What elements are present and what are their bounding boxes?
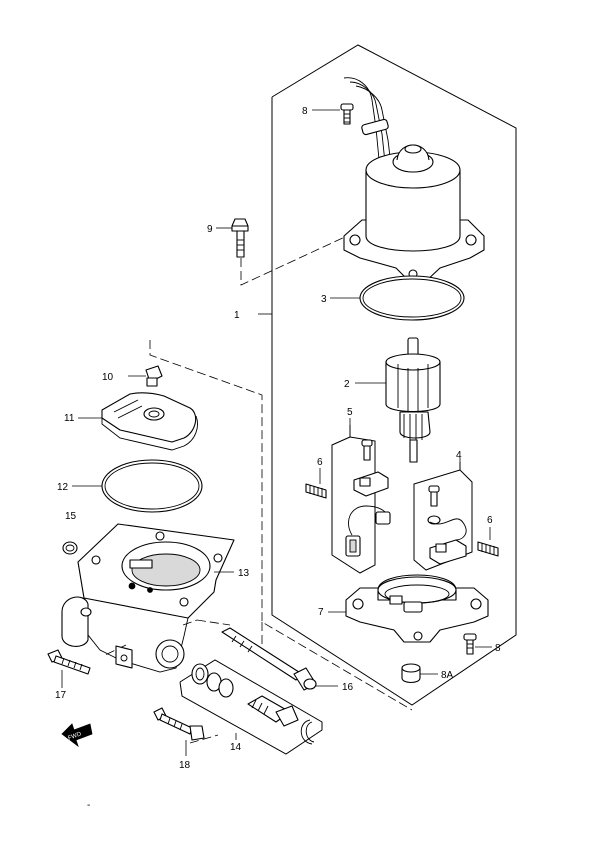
callout-13: 13 — [238, 568, 250, 579]
armature-part-2 — [355, 337, 441, 463]
bolt-part-18 — [153, 707, 205, 756]
forward-direction-arrow: FWD — [61, 723, 93, 748]
valve-group-part-14 — [179, 659, 323, 755]
motor-housing — [343, 77, 485, 283]
callout-9: 9 — [207, 224, 213, 235]
callout-8-top: 8 — [302, 106, 308, 117]
callout-5: 5 — [347, 407, 353, 418]
spring-part-6-left — [305, 468, 327, 499]
callout-12: 12 — [57, 482, 69, 493]
plug-part-10 — [128, 365, 163, 387]
brush-holder-part-4 — [413, 458, 473, 571]
callout-7: 7 — [318, 607, 324, 618]
callout-8A: 8A — [441, 670, 454, 681]
assembly-frame — [258, 44, 517, 706]
o-ring-part-12 — [72, 459, 203, 513]
pump-body-part-13 — [61, 523, 235, 673]
o-ring-part-3 — [330, 275, 465, 321]
callout-labels: 8 9 1 3 2 5 4 6 6 7 8 8A 10 11 12 15 13 … — [55, 106, 501, 811]
callout-1: 1 — [234, 310, 240, 321]
callout-17: 17 — [55, 690, 67, 701]
direction-tag: FWD — [67, 731, 83, 742]
callout-6-right: 6 — [487, 515, 493, 526]
callout-3: 3 — [321, 294, 327, 305]
bolt-part-9 — [216, 218, 249, 258]
callout-18: 18 — [179, 760, 191, 771]
footer-mark: - — [87, 800, 90, 811]
callout-6-left: 6 — [317, 457, 323, 468]
callout-14: 14 — [230, 742, 242, 753]
callout-4: 4 — [456, 450, 462, 461]
end-cap-part-7 — [328, 574, 489, 643]
alignment-lines — [104, 229, 413, 744]
bolt-part-17 — [47, 649, 91, 688]
collar-part-8A — [401, 663, 438, 684]
callout-10: 10 — [102, 372, 114, 383]
o-ring-part-15 — [62, 541, 78, 555]
callout-8-bottom: 8 — [495, 643, 501, 654]
cover-plate-part-11 — [78, 392, 198, 451]
bolt-part-16 — [221, 627, 338, 691]
brush-holder-part-5 — [331, 418, 391, 574]
callout-15: 15 — [65, 511, 77, 522]
callout-16: 16 — [342, 682, 354, 693]
screw-part-8-bottom — [463, 633, 492, 655]
screw-part-8-top — [312, 103, 354, 125]
callout-11: 11 — [64, 413, 75, 424]
callout-2: 2 — [344, 379, 350, 390]
spring-part-6-right — [477, 527, 499, 557]
